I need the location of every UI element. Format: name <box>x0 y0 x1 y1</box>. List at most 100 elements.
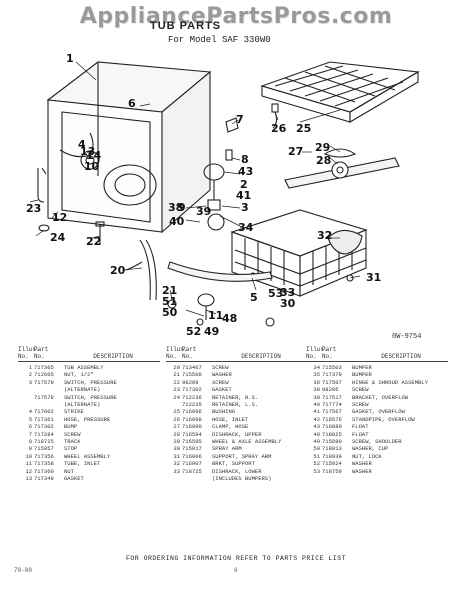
part-number: 715957 <box>34 445 54 453</box>
table-row: (ALTERNATE) <box>18 386 160 393</box>
table-row: (INCLUDES BUMPERS) <box>166 475 308 482</box>
callout-13: 13 <box>80 145 96 158</box>
part-description: SUPPORT, SPRAY ARM <box>212 452 272 460</box>
part-number: 717602 <box>34 408 54 416</box>
part-number: 717356 <box>34 452 54 460</box>
part-description: (INCLUDES BUMPERS) <box>212 475 272 483</box>
part-number: 718759 <box>322 467 342 475</box>
part-description: WASHER, CUP <box>352 445 389 453</box>
part-description: SCREW <box>64 430 81 438</box>
part-description: HINGE & SHROUD ASSEMBLY <box>352 378 428 386</box>
part-description: DISHRACK, LOWER <box>212 467 262 475</box>
part-number: 717284 <box>34 430 54 438</box>
callout-50: 50 <box>162 306 178 319</box>
part-number: 716594 <box>182 430 202 438</box>
part-description: STRIKE <box>64 408 84 416</box>
illus-number: 21 <box>173 371 180 379</box>
part-number: 715924 <box>322 460 342 468</box>
callout-12: 12 <box>52 211 68 224</box>
callout-24: 24 <box>50 231 66 244</box>
part-description: SWITCH, PRESSURE <box>64 378 117 386</box>
illus-number: 35 <box>313 371 320 379</box>
spray-arm <box>284 148 400 189</box>
part-number: 716900 <box>182 423 202 431</box>
part-description: TRACK <box>64 438 81 446</box>
part-number <box>34 401 64 408</box>
part-number: 717361 <box>34 415 54 423</box>
callout-28: 28 <box>316 154 332 167</box>
part-number: 716576 <box>322 415 342 423</box>
illus-number: 4 <box>28 408 32 416</box>
callout-22: 22 <box>86 235 102 248</box>
part-number: 718025 <box>322 430 342 438</box>
illus-number: 28 <box>173 430 180 438</box>
part-description: WASHER <box>352 460 372 468</box>
callout-34: 34 <box>238 221 254 234</box>
illus-number: 11 <box>25 460 32 468</box>
callout-48: 48 <box>222 312 238 325</box>
illus-number: 43 <box>313 423 320 431</box>
callout-29: 29 <box>315 141 331 154</box>
part-number: 712236 <box>182 393 202 401</box>
illus-number <box>18 386 34 393</box>
part-number: 715917 <box>182 445 202 453</box>
illus-number: 40 <box>313 401 320 409</box>
part-number: 718725 <box>34 438 54 446</box>
callout-21: 21 <box>162 284 178 297</box>
part-description: BUMPER <box>352 364 372 371</box>
illus-number: 20 <box>173 364 180 371</box>
part-number: 715568 <box>182 371 202 379</box>
callout-40: 40 <box>169 215 185 228</box>
part-number: 715503 <box>322 364 342 371</box>
illus-number: 42 <box>313 415 320 423</box>
illus-number: 13 <box>25 475 32 483</box>
part-number: 717360 <box>34 467 54 475</box>
illus-number: 25 <box>173 408 180 416</box>
part-number: 98286 <box>322 386 339 394</box>
callout-2: 2 <box>240 178 248 191</box>
part-number: 717567 <box>322 408 342 416</box>
part-description: TUB ASSEMBLY <box>64 364 104 371</box>
illus-number: 49 <box>313 438 320 446</box>
callout-41: 41 <box>236 189 252 202</box>
callout-1: 1 <box>66 52 74 65</box>
callout-52: 52 <box>186 325 202 338</box>
part-number: 718725 <box>182 467 202 475</box>
illus-number: 32 <box>173 460 180 468</box>
callout-7: 7 <box>236 113 244 126</box>
illus-number: 36 <box>313 378 320 386</box>
part-description: CLAMP, HOSE <box>212 423 249 431</box>
illus-number: 51 <box>313 452 320 460</box>
part-description: NUT, LOCK <box>352 452 382 460</box>
callout-27: 27 <box>288 145 304 158</box>
part-number: 716906 <box>182 452 202 460</box>
illus-number: 31 <box>173 452 180 460</box>
page-number: 6 <box>234 567 238 574</box>
part-description: BUMP <box>64 423 78 431</box>
part-description: FLOAT <box>352 430 369 438</box>
